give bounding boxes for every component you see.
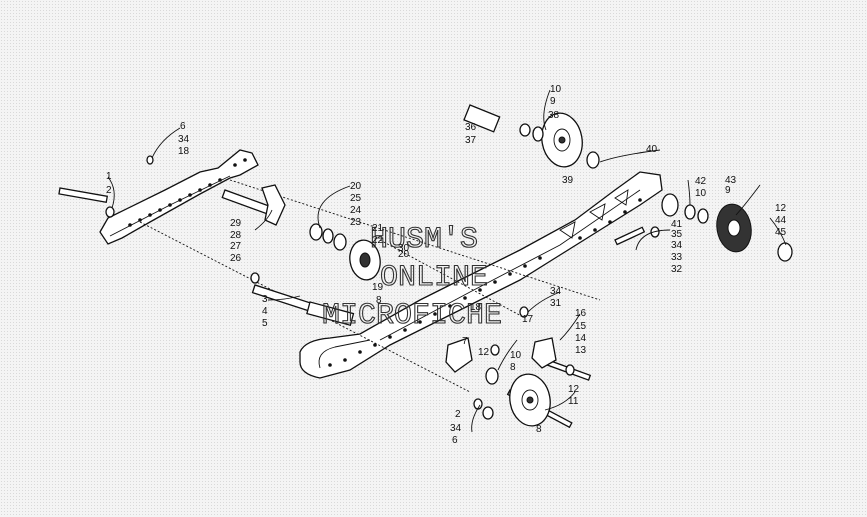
- callout: 6: [452, 435, 458, 446]
- callout: 2: [455, 409, 461, 420]
- callout: 35: [671, 229, 683, 240]
- callout: 34: [550, 286, 562, 297]
- wheel-lower: [509, 373, 551, 427]
- callout-labels: 1 2 6 34 18 3 4 5 29 28 27 26 20 25 24 2…: [106, 84, 787, 446]
- callout: 28: [230, 230, 242, 241]
- callout: 5: [262, 318, 268, 329]
- callout: 2: [106, 185, 112, 196]
- callout: 8: [510, 362, 516, 373]
- callout: 33: [671, 252, 683, 263]
- callout: 8: [376, 295, 382, 306]
- callout: 39: [562, 175, 574, 186]
- watermark-line3: MICROFICHE: [322, 299, 502, 333]
- left-rail: [99, 149, 259, 245]
- callout: 18: [178, 146, 190, 157]
- callout: 12: [568, 384, 580, 395]
- wheel-center: [349, 239, 381, 281]
- watermark-line2: ONLINE: [380, 261, 488, 295]
- callout: 36: [465, 122, 477, 133]
- callout: 18: [470, 302, 482, 313]
- watermark: HUSM'S ONLINE MICROFICHE: [321, 222, 502, 333]
- callout: 42: [695, 176, 707, 187]
- callout: 15: [575, 321, 587, 332]
- callout: 44: [775, 215, 787, 226]
- wheel-upper-center: [541, 112, 583, 168]
- callout: 41: [671, 219, 683, 230]
- callout: 13: [575, 345, 587, 356]
- callout: 26: [230, 253, 242, 264]
- callout: 23: [350, 217, 362, 228]
- callout: 43: [725, 175, 737, 186]
- callout: 30: [398, 243, 410, 254]
- callout: 21: [372, 223, 384, 234]
- callout: 38: [548, 110, 560, 121]
- leader-lines: [107, 89, 787, 433]
- callout: 34: [178, 134, 190, 145]
- callout: 32: [671, 264, 683, 275]
- callout: 9: [550, 96, 556, 107]
- callout: 29: [230, 218, 242, 229]
- callout: 37: [465, 135, 477, 146]
- alignment-lines: [139, 179, 601, 393]
- callout: 10: [695, 188, 707, 199]
- callout: 8: [536, 424, 542, 435]
- callout: 31: [550, 298, 562, 309]
- callout: 27: [230, 241, 242, 252]
- right-rail: [299, 171, 663, 379]
- callout: 19: [372, 282, 384, 293]
- callout: 24: [350, 205, 362, 216]
- brackets: [261, 184, 557, 373]
- callout: 3: [262, 294, 268, 305]
- callout: 34: [450, 423, 462, 434]
- callout: 25: [350, 193, 362, 204]
- callout: 10: [550, 84, 562, 95]
- callout: 20: [350, 181, 362, 192]
- callout: 20: [398, 249, 410, 260]
- callout: 1: [106, 171, 112, 182]
- callout: 12: [478, 347, 490, 358]
- callout: 34: [671, 240, 683, 251]
- callout: 14: [575, 333, 587, 344]
- callout: 6: [180, 121, 186, 132]
- wheel-upper-right: [716, 203, 752, 253]
- callout: 12: [775, 203, 787, 214]
- callout: 16: [575, 308, 587, 319]
- callout: 9: [725, 185, 731, 196]
- callout: 7: [462, 336, 468, 347]
- callout: 10: [510, 350, 522, 361]
- wheels: [349, 112, 752, 427]
- callout: 22: [372, 235, 384, 246]
- callout: 11: [568, 396, 579, 407]
- callout: 17: [522, 314, 534, 325]
- callout: 45: [775, 227, 787, 238]
- callout: 4: [262, 306, 268, 317]
- callout: 40: [646, 144, 658, 155]
- watermark-line1: HUSM'S: [370, 223, 478, 257]
